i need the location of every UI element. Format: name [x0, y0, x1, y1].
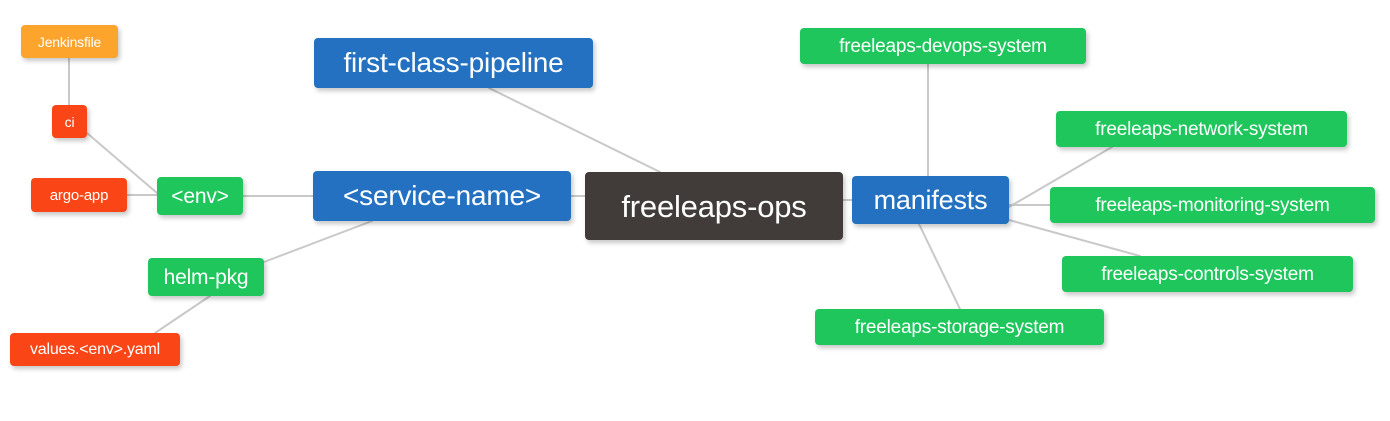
- edge-first-class-pipeline-to-freeleaps-ops: [488, 87, 661, 173]
- edge-values-env-yaml-to-helm-pkg: [154, 295, 211, 334]
- node-freeleaps-network-system[interactable]: freeleaps-network-system: [1056, 111, 1347, 147]
- edge-manifests-to-freeleaps-controls-system: [1008, 219, 1141, 257]
- node-label-service-name: <service-name>: [343, 180, 541, 211]
- node-label-freeleaps-network-system: freeleaps-network-system: [1095, 118, 1308, 140]
- node-label-argo-app: argo-app: [49, 186, 109, 204]
- node-env[interactable]: <env>: [157, 177, 243, 215]
- node-label-values-env-yaml: values.<env>.yaml: [29, 340, 160, 358]
- node-first-class-pipeline[interactable]: first-class-pipeline: [314, 38, 593, 88]
- node-helm-pkg[interactable]: helm-pkg: [148, 258, 264, 296]
- node-label-jenkinsfile: Jenkinsfile: [37, 33, 102, 50]
- node-label-freeleaps-controls-system: freeleaps-controls-system: [1101, 263, 1314, 285]
- node-freeleaps-ops[interactable]: freeleaps-ops: [585, 172, 843, 240]
- node-label-env: <env>: [171, 184, 229, 208]
- node-freeleaps-controls-system[interactable]: freeleaps-controls-system: [1062, 256, 1353, 292]
- node-label-ci: ci: [64, 113, 75, 130]
- node-label-freeleaps-devops-system: freeleaps-devops-system: [839, 35, 1047, 57]
- node-label-helm-pkg: helm-pkg: [163, 265, 249, 289]
- node-freeleaps-devops-system[interactable]: freeleaps-devops-system: [800, 28, 1086, 64]
- edge-helm-pkg-to-service-name: [263, 220, 373, 263]
- node-freeleaps-monitoring-system[interactable]: freeleaps-monitoring-system: [1050, 187, 1375, 223]
- node-ci[interactable]: ci: [52, 105, 87, 138]
- node-argo-app[interactable]: argo-app: [31, 178, 127, 212]
- edge-manifests-to-freeleaps-storage-system: [918, 223, 961, 310]
- node-freeleaps-storage-system[interactable]: freeleaps-storage-system: [815, 309, 1104, 345]
- node-label-first-class-pipeline: first-class-pipeline: [343, 47, 564, 78]
- node-label-manifests: manifests: [873, 184, 988, 215]
- node-label-freeleaps-monitoring-system: freeleaps-monitoring-system: [1095, 194, 1330, 216]
- node-label-freeleaps-ops: freeleaps-ops: [621, 188, 807, 224]
- node-service-name[interactable]: <service-name>: [313, 171, 571, 221]
- node-jenkinsfile[interactable]: Jenkinsfile: [21, 25, 118, 58]
- node-manifests[interactable]: manifests: [852, 176, 1009, 224]
- node-label-freeleaps-storage-system: freeleaps-storage-system: [854, 316, 1065, 338]
- node-values-env-yaml[interactable]: values.<env>.yaml: [10, 333, 180, 366]
